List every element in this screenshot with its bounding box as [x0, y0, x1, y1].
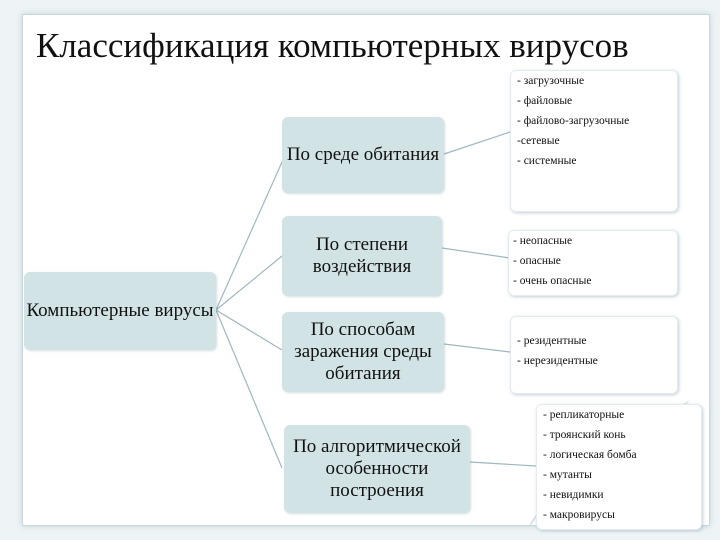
connector-root-cat-3	[215, 309, 283, 351]
list-item: - загрузочные	[517, 75, 585, 87]
root-node-label: Компьютерные вирусы	[26, 300, 214, 321]
category-label: По степени воздействия	[312, 234, 412, 277]
list-item: - репликаторные	[543, 409, 625, 421]
list-item: -сетевые	[517, 135, 560, 147]
connector-root-cat-4	[215, 309, 283, 469]
list-item: - мутанты	[543, 469, 592, 481]
category-node-impact: По степени воздействия	[282, 216, 442, 296]
list-item: - опасные	[513, 255, 561, 267]
connector-root-cat-1	[215, 161, 283, 311]
list-item: - файловые	[517, 95, 573, 107]
list-item: - файлово-загрузочные	[517, 115, 630, 127]
connector-cat-4-list	[469, 461, 537, 467]
list-item: - резидентные	[517, 335, 587, 347]
category-label: По способам заражения среды обитания	[294, 319, 432, 384]
connector-cat-3-list	[443, 343, 511, 353]
category-node-infection: По способам заражения среды обитания	[282, 312, 444, 392]
list-item: - нерезидентные	[517, 355, 598, 367]
list-item: - троянский конь	[543, 429, 626, 441]
list-habitat-types: - загрузочные - файловые - файлово-загру…	[510, 70, 678, 212]
list-item: - невидимки	[543, 489, 604, 501]
connector-cat-1-list	[443, 131, 511, 155]
list-algorithm-types: - репликаторные - троянский конь - логич…	[536, 404, 702, 530]
category-label: По алгоритмической особенности построени…	[293, 436, 461, 501]
category-label: По среде обитания	[286, 144, 440, 165]
connector-cat-2-list	[441, 247, 511, 259]
connector-root-cat-2	[215, 255, 283, 311]
list-impact-types: - неопасные - опасные - очень опасные	[508, 230, 678, 296]
list-item: - логическая бомба	[543, 449, 637, 461]
list-item: - неопасные	[513, 235, 573, 247]
list-item: - системные	[517, 155, 577, 167]
category-node-algorithm: По алгоритмической особенности построени…	[284, 425, 470, 513]
list-item: - макровирусы	[543, 509, 615, 521]
slide-title: Классификация компьютерных вирусов	[36, 26, 629, 65]
category-node-habitat: По среде обитания	[282, 117, 444, 193]
list-item: - очень опасные	[513, 275, 592, 287]
root-node: Компьютерные вирусы	[24, 272, 216, 350]
list-infection-types: - резидентные - нерезидентные	[510, 316, 678, 394]
